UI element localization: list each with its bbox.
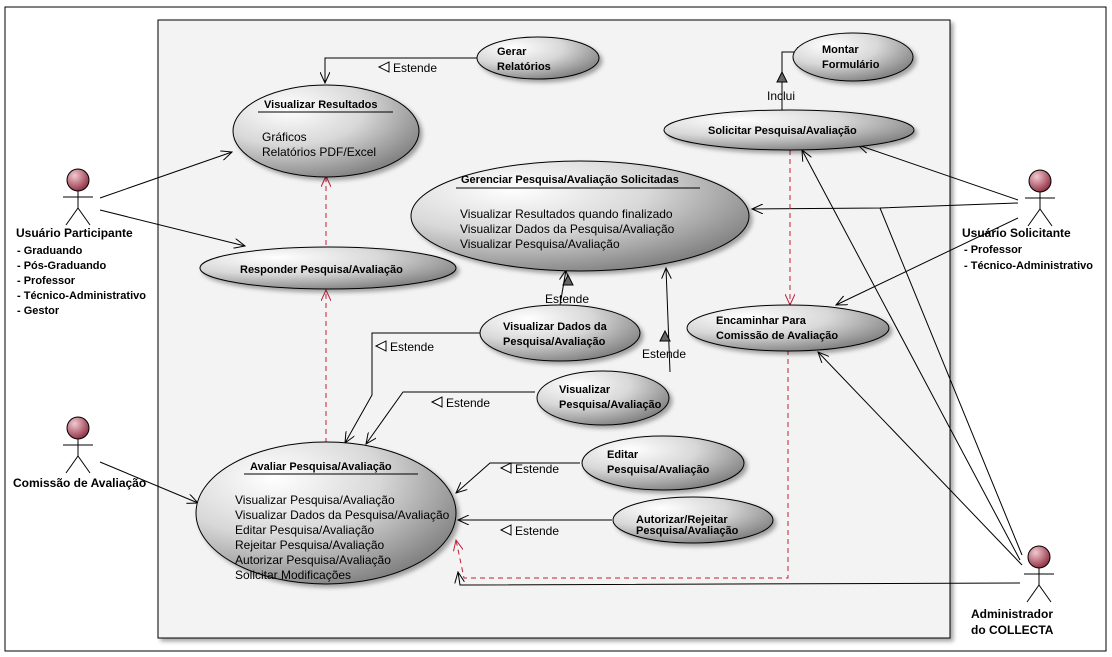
assoc-solicitante-encaminhar bbox=[836, 217, 1019, 305]
assoc-admin-encaminhar bbox=[818, 352, 1023, 566]
svg-text:Administrador: Administrador bbox=[971, 607, 1053, 621]
uc-solicitar-pesquisa[interactable]: Solicitar Pesquisa/Avaliação bbox=[663, 109, 915, 151]
actor-figure-icon bbox=[63, 168, 93, 226]
ext-editar-avaliar bbox=[456, 462, 580, 493]
svg-text:Responder Pesquisa/Avaliação: Responder Pesquisa/Avaliação bbox=[240, 264, 403, 276]
svg-text:Autorizar Pesquisa/Avaliação: Autorizar Pesquisa/Avaliação bbox=[235, 553, 391, 567]
svg-text:Usuário Solicitante: Usuário Solicitante bbox=[962, 226, 1071, 240]
svg-text:Relatórios PDF/Excel: Relatórios PDF/Excel bbox=[262, 145, 376, 159]
svg-text:Visualizar Resultados quando f: Visualizar Resultados quando finalizado bbox=[460, 207, 673, 221]
actor-administrador-collecta[interactable]: Administrador do COLLECTA bbox=[971, 545, 1054, 637]
svg-text:Relatórios: Relatórios bbox=[497, 61, 551, 73]
svg-text:Gráficos: Gráficos bbox=[262, 130, 307, 144]
svg-text:Montar: Montar bbox=[822, 44, 859, 56]
rel-label-estende: Estende bbox=[393, 61, 437, 75]
svg-text:- Professor: - Professor bbox=[964, 244, 1023, 256]
uc-visualizar-pesquisa[interactable]: Visualizar Pesquisa/Avaliação bbox=[536, 370, 670, 426]
svg-text:Editar Pesquisa/Avaliação: Editar Pesquisa/Avaliação bbox=[235, 523, 375, 537]
ext-pesquisa-gerenciar bbox=[666, 268, 670, 373]
svg-text:Usuário Participante: Usuário Participante bbox=[16, 226, 133, 240]
svg-text:Editar: Editar bbox=[607, 449, 639, 461]
svg-text:Solicitar Pesquisa/Avaliação: Solicitar Pesquisa/Avaliação bbox=[708, 125, 857, 137]
svg-text:Visualizar Resultados: Visualizar Resultados bbox=[264, 99, 378, 111]
rel-label-estende: Estende bbox=[390, 340, 434, 354]
actor-usuario-participante[interactable]: Usuário Participante - Graduando - Pós-G… bbox=[16, 168, 146, 317]
uc-visualizar-resultados[interactable]: Visualizar Resultados Gráficos Relatório… bbox=[232, 84, 420, 178]
svg-text:Gerenciar Pesquisa/Avaliação S: Gerenciar Pesquisa/Avaliação Solicitadas bbox=[461, 174, 679, 186]
svg-text:Comissão de Avaliação: Comissão de Avaliação bbox=[716, 330, 838, 342]
svg-text:Visualizar Pesquisa/Avaliação: Visualizar Pesquisa/Avaliação bbox=[235, 493, 395, 507]
uc-encaminhar-comissao[interactable]: Encaminhar Para Comissão de Avaliação bbox=[686, 304, 890, 352]
rel-markers bbox=[374, 61, 788, 536]
assoc-admin-solicitar bbox=[802, 150, 1021, 561]
assoc-admin-gerenciar bbox=[879, 207, 1023, 556]
uc-gerar-relatorios[interactable]: Gerar Relatórios bbox=[476, 36, 600, 80]
svg-text:Pesquisa/Avaliação: Pesquisa/Avaliação bbox=[636, 525, 739, 537]
rel-label-estende: Estende bbox=[642, 347, 686, 361]
svg-text:- Técnico-Administrativo: - Técnico-Administrativo bbox=[17, 290, 146, 302]
svg-text:Encaminhar Para: Encaminhar Para bbox=[716, 315, 807, 327]
uc-montar-formulario[interactable]: Montar Formulário bbox=[792, 32, 914, 82]
svg-text:Autorizar/Rejeitar: Autorizar/Rejeitar bbox=[636, 514, 728, 526]
assoc-participante-responder bbox=[99, 209, 245, 246]
uc-gerenciar-solicitadas[interactable]: Gerenciar Pesquisa/Avaliação Solicitadas… bbox=[410, 160, 750, 272]
uc-responder-pesquisa[interactable]: Responder Pesquisa/Avaliação bbox=[199, 246, 457, 290]
svg-text:Visualizar Dados da: Visualizar Dados da bbox=[503, 321, 608, 333]
uc-autorizar-rejeitar[interactable]: Autorizar/Rejeitar Pesquisa/Avaliação bbox=[612, 496, 774, 544]
svg-text:- Pós-Graduando: - Pós-Graduando bbox=[17, 260, 107, 272]
svg-text:Formulário: Formulário bbox=[822, 59, 880, 71]
svg-text:Pesquisa/Avaliação: Pesquisa/Avaliação bbox=[607, 464, 710, 476]
rel-label-estende: Estende bbox=[446, 396, 490, 410]
svg-text:- Professor: - Professor bbox=[17, 275, 76, 287]
svg-text:Visualizar Dados da Pesquisa/A: Visualizar Dados da Pesquisa/Avaliação bbox=[235, 508, 450, 522]
rel-label-estende: Estende bbox=[515, 524, 559, 538]
svg-text:do COLLECTA: do COLLECTA bbox=[971, 623, 1054, 637]
assoc-participante-resultados bbox=[99, 152, 232, 199]
uc-editar-pesquisa[interactable]: Editar Pesquisa/Avaliação bbox=[581, 435, 745, 491]
uc-avaliar-pesquisa[interactable]: Avaliar Pesquisa/Avaliação Visualizar Pe… bbox=[195, 441, 457, 585]
svg-text:- Gestor: - Gestor bbox=[17, 305, 60, 317]
svg-text:Visualizar: Visualizar bbox=[559, 384, 611, 396]
svg-text:Rejeitar Pesquisa/Avaliação: Rejeitar Pesquisa/Avaliação bbox=[235, 538, 385, 552]
svg-text:Avaliar Pesquisa/Avaliação: Avaliar Pesquisa/Avaliação bbox=[250, 461, 392, 473]
actor-comissao-avaliacao[interactable]: Comissão de Avaliação bbox=[13, 416, 146, 490]
dep-encaminhar-avaliar bbox=[456, 350, 789, 579]
assoc-admin-avaliar bbox=[458, 572, 1021, 586]
svg-text:- Graduando: - Graduando bbox=[17, 245, 83, 257]
ext-dados-gerenciar bbox=[560, 270, 566, 306]
ext-gerar-resultados bbox=[325, 57, 477, 83]
svg-text:Gerar: Gerar bbox=[497, 46, 527, 58]
ext-dados-avaliar bbox=[345, 332, 480, 443]
uc-visualizar-dados[interactable]: Visualizar Dados da Pesquisa/Avaliação bbox=[479, 304, 641, 362]
actor-figure-icon bbox=[1024, 545, 1054, 603]
svg-text:Pesquisa/Avaliação: Pesquisa/Avaliação bbox=[503, 336, 606, 348]
ext-pesquisa-avaliar bbox=[366, 391, 535, 444]
svg-text:Solicitar Modificações: Solicitar Modificações bbox=[235, 568, 351, 582]
svg-text:Visualizar Pesquisa/Avaliação: Visualizar Pesquisa/Avaliação bbox=[460, 237, 620, 251]
rel-label-estende: Estende bbox=[515, 462, 559, 476]
rel-label-estende: Estende bbox=[545, 292, 589, 306]
svg-text:Pesquisa/Avaliação: Pesquisa/Avaliação bbox=[559, 399, 662, 411]
actor-usuario-solicitante[interactable]: Usuário Solicitante - Professor - Técnic… bbox=[962, 169, 1093, 272]
assoc-comissao-avaliar bbox=[99, 461, 198, 503]
svg-text:- Técnico-Administrativo: - Técnico-Administrativo bbox=[964, 260, 1093, 272]
svg-text:Comissão de Avaliação: Comissão de Avaliação bbox=[13, 476, 146, 490]
actor-figure-icon bbox=[1025, 169, 1055, 227]
actor-figure-icon bbox=[63, 416, 93, 474]
svg-text:Visualizar Dados da Pesquisa/A: Visualizar Dados da Pesquisa/Avaliação bbox=[460, 222, 675, 236]
assoc-solicitante-solicitar bbox=[858, 145, 1019, 201]
rel-label-inclui: Inclui bbox=[767, 89, 795, 103]
